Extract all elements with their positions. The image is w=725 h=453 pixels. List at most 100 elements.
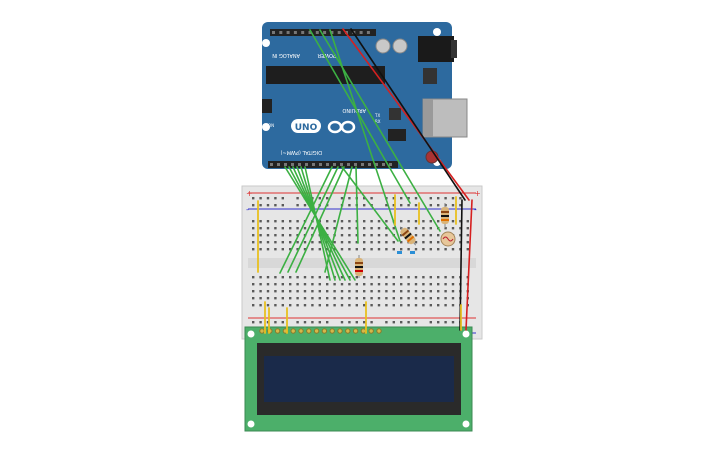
breadboard-hole (348, 297, 351, 300)
lcd-pin[interactable] (290, 328, 296, 334)
blue-jumper[interactable] (410, 251, 415, 254)
breadboard-hole (340, 220, 344, 223)
mount-hole (262, 123, 270, 131)
breadboard-hole (281, 241, 284, 244)
lcd-pin[interactable] (345, 328, 351, 334)
lcd-pin[interactable] (337, 328, 343, 334)
breadboard-hole (466, 220, 469, 223)
jumper-wire[interactable] (309, 29, 411, 204)
breadboard-hole (466, 241, 469, 244)
resistor-3[interactable] (441, 203, 449, 228)
header-pin (293, 31, 297, 34)
resistor-1[interactable] (355, 255, 363, 278)
usb-chip (389, 108, 401, 120)
breadboard-hole (400, 241, 403, 244)
breadboard-hole (407, 220, 410, 223)
arduino-uno[interactable]: UNO ARDUINO ANALOG IN POWER DIGITAL (PWM… (262, 22, 468, 169)
breadboard-hole (363, 248, 366, 251)
header-pin (382, 163, 385, 166)
breadboard-hole (259, 283, 262, 286)
jumper-wire[interactable] (329, 29, 401, 242)
breadboard-hole (355, 283, 358, 286)
lcd-16x2[interactable] (244, 326, 473, 432)
jumper-wire[interactable] (287, 166, 339, 273)
breadboard-hole (355, 290, 358, 293)
breadboard-hole (392, 204, 395, 207)
resistor-band (441, 215, 449, 217)
power-wire-5v[interactable] (342, 28, 470, 201)
breadboard-hole (252, 297, 255, 300)
lcd-pin[interactable] (321, 328, 328, 334)
lcd-pin[interactable] (329, 328, 335, 334)
lcd-pin[interactable] (376, 328, 382, 334)
blue-jumper[interactable] (397, 251, 402, 254)
breadboard-hole (266, 297, 270, 300)
jumper-wire[interactable] (324, 166, 353, 273)
breadboard-hole (377, 248, 381, 251)
breadboard-hole (451, 227, 455, 230)
lcd-pin[interactable] (306, 328, 312, 334)
breadboard-hole (385, 290, 388, 293)
breadboard-hole (370, 290, 373, 293)
breadboard-hole (318, 304, 321, 307)
lcd-pin[interactable] (352, 328, 359, 334)
breadboard-hole (266, 234, 270, 237)
breadboard-hole (400, 234, 403, 237)
breadboard-hole (414, 204, 418, 207)
header-pin (312, 163, 315, 166)
breadboard-hole (355, 321, 358, 324)
breadboard-hole (377, 290, 381, 293)
breadboard-hole (289, 227, 292, 230)
breadboard-hole (385, 321, 388, 324)
breadboard-hole (370, 304, 373, 307)
wires[interactable] (257, 28, 473, 334)
breadboard-hole (392, 227, 395, 230)
lcd-pin[interactable] (274, 328, 281, 334)
breadboard-hole (318, 321, 321, 324)
breadboard-hole (385, 241, 388, 244)
breadboard-hole (422, 304, 425, 307)
breadboard-hole (370, 241, 373, 244)
breadboard-hole (437, 241, 440, 244)
lcd-pin[interactable] (298, 328, 304, 334)
photoresistor-trace (442, 236, 454, 242)
breadboard-hole (348, 304, 351, 307)
resistor-2[interactable] (397, 224, 419, 248)
header-pin (340, 163, 343, 166)
lcd-pin[interactable] (259, 328, 265, 334)
header-pin (286, 31, 290, 34)
breadboard-hole (281, 234, 284, 237)
breadboard-hole (266, 290, 270, 293)
breadboard-hole (377, 283, 381, 286)
breadboard-hole (252, 241, 255, 244)
ground-wire[interactable] (350, 28, 466, 201)
breadboard-hole (296, 220, 299, 223)
breadboard-hole (377, 241, 381, 244)
breadboard-hole (266, 304, 270, 307)
header-pin (279, 31, 283, 34)
lcd-pin[interactable] (313, 328, 320, 334)
breadboard-hole (318, 248, 321, 251)
jumper-wire[interactable] (355, 166, 359, 244)
breadboard-hole (451, 220, 455, 223)
rail-wire-plus[interactable] (465, 199, 473, 331)
breadboard-hole (252, 321, 255, 324)
breadboard-hole (377, 297, 381, 300)
on-led-label: ON (268, 123, 274, 128)
breadboard-hole (340, 304, 344, 307)
jumper-wire[interactable] (279, 166, 333, 274)
jumper-wire[interactable] (319, 29, 441, 232)
breadboard-hole (370, 321, 373, 324)
jumper-wire[interactable] (295, 166, 345, 273)
breadboard-hole (289, 304, 292, 307)
lcd-pin[interactable] (360, 328, 367, 334)
breadboard-hole (437, 248, 440, 251)
header-pin (326, 163, 329, 166)
breadboard-hole (281, 227, 284, 230)
lcd-pin[interactable] (368, 328, 374, 334)
breadboard-hole (274, 283, 277, 286)
photoresistor[interactable] (440, 231, 456, 247)
jumper-wire[interactable] (341, 166, 399, 242)
breadboard-hole (303, 241, 307, 244)
breadboard-hole (274, 248, 277, 251)
